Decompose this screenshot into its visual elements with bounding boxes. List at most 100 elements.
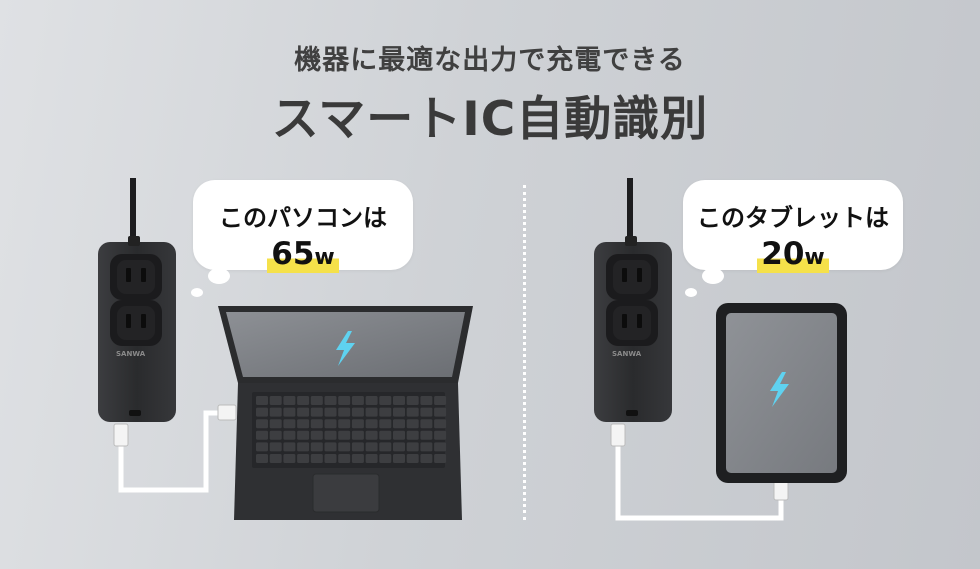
keyboard-key — [324, 430, 337, 440]
keyboard-key — [393, 430, 405, 440]
keyboard-key — [351, 419, 364, 429]
keyboard-key — [434, 430, 447, 440]
keyboard-key — [365, 419, 378, 429]
keyboard-key — [406, 407, 419, 417]
keyboard — [256, 396, 447, 463]
keyboard-key — [338, 454, 351, 463]
tablet — [716, 303, 847, 483]
keyboard-key — [283, 442, 296, 452]
keyboard-key — [269, 454, 282, 463]
watt-label: 65w — [267, 236, 339, 273]
keyboard-key — [269, 442, 282, 452]
page-title: スマートIC自動識別 — [271, 92, 709, 147]
laptop — [218, 306, 473, 520]
keyboard-key — [393, 442, 405, 452]
keyboard-key — [269, 419, 282, 429]
keyboard-key — [297, 419, 310, 429]
keyboard-key — [434, 396, 447, 405]
keyboard-key — [283, 430, 296, 440]
usb-cable — [118, 410, 222, 493]
bubble-text: このタブレットは — [697, 204, 889, 232]
subtitle: 機器に最適な出力で充電できる — [294, 45, 686, 76]
keyboard-key — [351, 442, 364, 452]
watt-value: 20 — [761, 236, 805, 272]
keyboard-key — [338, 442, 351, 452]
keyboard-key — [434, 454, 447, 463]
keyboard-key — [379, 454, 392, 463]
keyboard-key — [283, 454, 296, 463]
keyboard-key — [324, 407, 337, 417]
ac-outlet-icon — [110, 254, 162, 300]
keyboard-key — [338, 430, 351, 440]
keyboard-key — [310, 419, 323, 429]
speech-bubble-left: このパソコンは 65w — [193, 180, 413, 273]
keyboard-key — [297, 396, 310, 405]
keyboard-key — [297, 454, 310, 463]
keyboard-key — [420, 454, 433, 463]
keyboard-key — [406, 454, 419, 463]
keyboard-key — [379, 419, 392, 429]
keyboard-key — [256, 430, 268, 440]
keyboard-key — [310, 430, 323, 440]
watt-unit: w — [314, 245, 335, 270]
ac-outlet-icon — [606, 300, 658, 346]
keyboard-key — [310, 407, 323, 417]
keyboard-key — [406, 430, 419, 440]
ac-outlet-icon — [606, 254, 658, 300]
dotted-divider — [523, 185, 526, 520]
keyboard-key — [406, 419, 419, 429]
keyboard-key — [283, 407, 296, 417]
charger-logo: SANWA — [612, 350, 642, 358]
keyboard-key — [283, 396, 296, 405]
keyboard-key — [379, 396, 392, 405]
keyboard-key — [269, 407, 282, 417]
keyboard-key — [420, 407, 433, 417]
keyboard-key — [365, 454, 378, 463]
lightning-icon — [336, 331, 355, 366]
keyboard-key — [379, 407, 392, 417]
keyboard-key — [297, 430, 310, 440]
keyboard-key — [434, 407, 447, 417]
keyboard-key — [393, 454, 405, 463]
keyboard-key — [365, 442, 378, 452]
keyboard-key — [351, 430, 364, 440]
keyboard-key — [324, 454, 337, 463]
keyboard-key — [310, 396, 323, 405]
keyboard-key — [420, 419, 433, 429]
keyboard-key — [406, 396, 419, 405]
keyboard-key — [324, 396, 337, 405]
keyboard-key — [434, 442, 447, 452]
keyboard-key — [324, 442, 337, 452]
watt-value: 65 — [271, 236, 315, 272]
keyboard-key — [351, 396, 364, 405]
keyboard-key — [297, 407, 310, 417]
keyboard-key — [269, 430, 282, 440]
keyboard-key — [379, 442, 392, 452]
power-strip-charger: SANWA — [594, 236, 672, 422]
keyboard-key — [365, 407, 378, 417]
keyboard-key — [338, 419, 351, 429]
keyboard-key — [420, 430, 433, 440]
keyboard-key — [324, 419, 337, 429]
charger-logo: SANWA — [116, 350, 146, 358]
keyboard-key — [310, 454, 323, 463]
keyboard-key — [393, 407, 405, 417]
keyboard-key — [393, 396, 405, 405]
bubble-tail-dot — [702, 268, 724, 284]
bubble-tail-dot — [685, 288, 697, 297]
ac-outlet-icon — [110, 300, 162, 346]
keyboard-key — [256, 396, 268, 405]
usb-plug — [610, 423, 626, 447]
keyboard-key — [365, 396, 378, 405]
bubble-tail-dot — [208, 268, 230, 284]
keyboard-key — [269, 396, 282, 405]
keyboard-key — [434, 419, 447, 429]
keyboard-key — [351, 454, 364, 463]
keyboard-key — [420, 396, 433, 405]
keyboard-key — [256, 454, 268, 463]
keyboard-key — [406, 442, 419, 452]
keyboard-key — [297, 442, 310, 452]
usb-cable — [615, 445, 784, 521]
